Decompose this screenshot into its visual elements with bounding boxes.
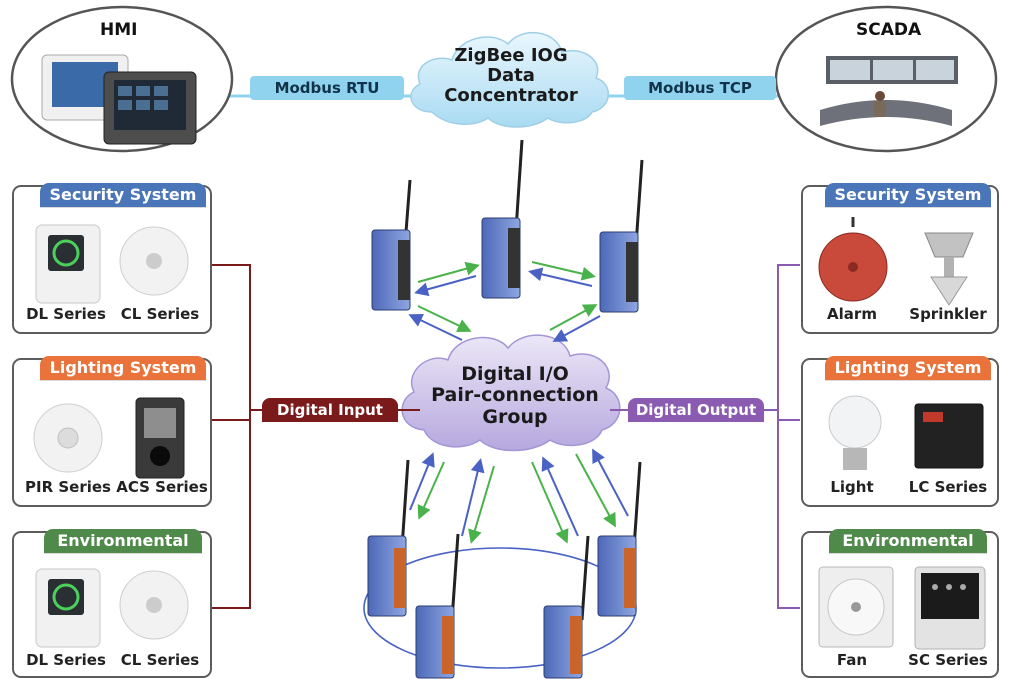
left-panel-environmental: Environmental DL Series CL Series [12,529,212,678]
group-line-2: Pair-connection [431,384,599,407]
scada-title: SCADA [856,20,922,40]
concentrator-line-1: ZigBee IOG [454,45,568,66]
right-security-devices [818,217,974,306]
light-bulb-icon [828,395,882,470]
group-line-3: Group [482,405,548,428]
concentrator-line-3: Concentrator [444,85,578,107]
right-panel-environmental: Environmental Fan SC Series [801,529,999,678]
left-panel-security: Security System DL Series CL Series [12,183,212,334]
panel-tag: Environmental [829,529,987,553]
cl-series-icon [119,226,189,296]
left-security-devices [35,224,189,304]
digital-input-link: Digital Input [262,398,398,422]
lc-series-icon [914,403,984,469]
panel-tag: Lighting System [40,356,206,380]
item-caption: Alarm [827,305,877,323]
zigbee-module-icon [367,459,410,617]
cl-series-icon [119,570,189,640]
hmi-panel-icon [41,54,197,145]
zigbee-module-icon [597,461,642,617]
concentrator-line-2: Data [487,65,535,87]
item-caption: SC Series [908,651,988,669]
zigbee-module-icon [599,159,644,313]
group-cloud-label: Digital I/O Pair-connection Group [420,363,610,428]
item-caption: CL Series [120,651,200,669]
dl-series-icon [35,224,101,304]
left-panel-lighting: Lighting System PIR Series ACS Series [12,356,212,507]
group-cloud [401,334,621,452]
item-caption: Fan [836,651,868,669]
output-bus-line [610,264,800,609]
modbus-tcp-link: Modbus TCP [624,76,776,100]
panel-tag: Lighting System [825,356,991,380]
digital-output-link: Digital Output [628,398,764,422]
left-lighting-devices [33,397,185,479]
item-caption: Light [830,478,874,496]
item-caption: PIR Series [25,478,111,496]
panel-tag: Environmental [44,529,202,553]
scada-control-room-icon [820,56,958,126]
panel-tag: Security System [40,183,206,207]
left-env-devices [35,568,189,648]
item-caption: DL Series [26,305,106,323]
zigbee-module-icon [481,139,524,299]
dl-series-icon [35,568,101,648]
right-env-devices [818,566,986,650]
modbus-rtu-link: Modbus RTU [250,76,404,100]
hmi-title: HMI [100,20,138,40]
panel-tag: Security System [825,183,991,207]
concentrator-label: ZigBee IOG Data Concentrator [440,45,582,107]
right-panel-lighting: Lighting System Light LC Series [801,356,999,507]
alarm-bell-icon [818,217,888,302]
acs-keypad-icon [135,397,185,479]
zigbee-module-icon [543,535,590,679]
concentrator-cloud [410,31,609,128]
zigbee-module-icon [371,179,412,311]
right-panel-security: Security System Alarm Sprinkler [801,183,999,334]
fan-icon [818,566,894,648]
sc-series-icon [914,566,986,650]
right-lighting-devices [828,395,984,470]
item-caption: Sprinkler [909,305,987,323]
sprinkler-icon [924,232,974,306]
zigbee-module-icon [415,533,460,679]
pir-sensor-icon [33,403,103,473]
item-caption: ACS Series [116,478,208,496]
item-caption: LC Series [908,478,988,496]
item-caption: DL Series [26,651,106,669]
group-line-1: Digital I/O [461,363,569,385]
item-caption: CL Series [120,305,200,323]
